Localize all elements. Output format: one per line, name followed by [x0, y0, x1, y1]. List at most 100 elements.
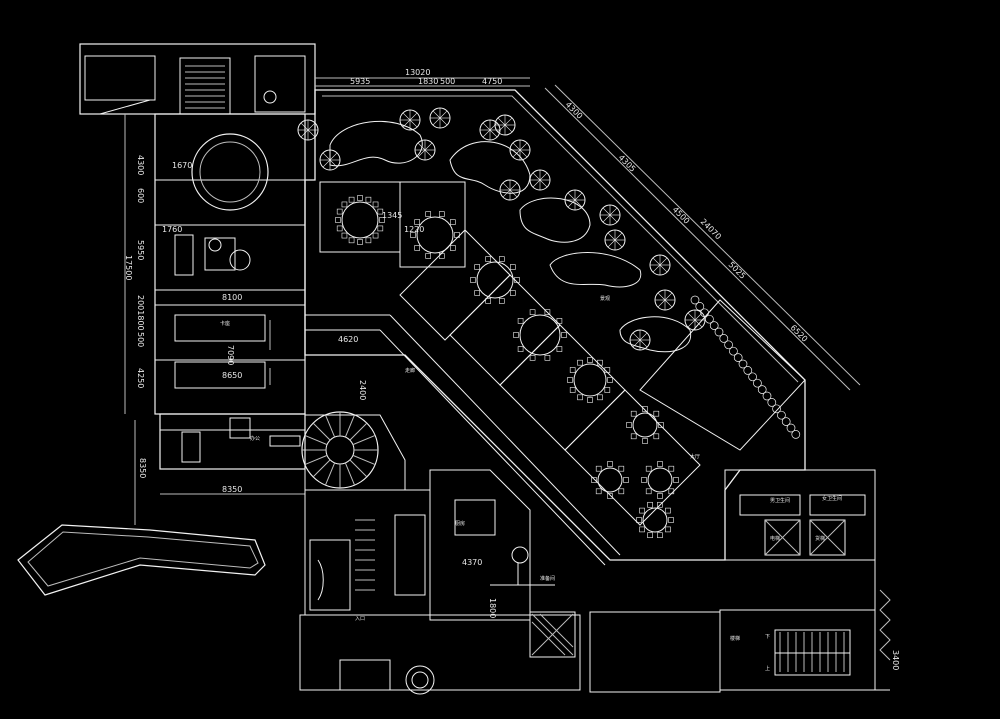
round-table-6 [626, 406, 664, 444]
central-corridor [305, 314, 621, 566]
dim-top-1: 13020 [405, 68, 430, 77]
stair-up-label: 上 [765, 665, 770, 672]
hedge-shrub [748, 372, 757, 382]
dim-top-2: 5935 [350, 77, 370, 86]
room-label-hall: 大厅 [690, 453, 700, 460]
hedge-shrub [781, 417, 791, 426]
round-table-8 [591, 461, 629, 499]
room-label-office: 办公 [250, 435, 260, 442]
dim-inner-4: 1760 [162, 225, 182, 234]
dim-left-1: 4300 [136, 155, 145, 175]
dim-inner-3: 1220 [404, 225, 424, 234]
round-table-5 [567, 357, 613, 403]
hedge-shrub [733, 353, 743, 362]
long-table-2 [174, 361, 266, 389]
dim-inner-7: 8650 [222, 371, 242, 380]
diagonal-dimensions: 4300 4305 4500 24070 5025 6520 [544, 84, 861, 391]
elevator-2 [809, 519, 846, 556]
dim-inner-1: 1670 [172, 161, 192, 170]
dim-left-5: 2001800 [136, 295, 145, 331]
landscape-garden [329, 121, 692, 353]
southwest-room [159, 413, 306, 470]
landscape-pond [17, 524, 266, 596]
room-label-elevator: 电梯 [770, 535, 780, 542]
round-table-4 [513, 309, 567, 361]
hedge-shrub [690, 295, 700, 305]
garden-trees [297, 107, 706, 351]
tree-13 [654, 289, 676, 311]
private-rooms [319, 181, 806, 526]
tree-9 [564, 189, 586, 211]
round-table-9 [636, 501, 674, 539]
north-dimensions: 13020 5935 1830 500 4750 [315, 68, 530, 87]
dim-left-6: 500 [136, 332, 145, 347]
tree-17 [414, 139, 436, 161]
dim-left-7: 4250 [136, 368, 145, 388]
banquet-round-table-16 [191, 133, 269, 211]
tree-2 [319, 149, 341, 171]
dim-left-3: 5950 [136, 240, 145, 260]
tree-6 [509, 139, 531, 161]
hedge-shrub [738, 359, 748, 369]
hedge-shrub [695, 302, 705, 311]
lower-center-rooms [304, 469, 555, 621]
tree-7 [499, 179, 521, 201]
dining-tables [335, 195, 679, 539]
west-dimensions: 4300 600 5950 17500 2001800 500 4250 835… [124, 114, 305, 525]
long-table-1 [174, 314, 266, 342]
hedge-shrub [719, 334, 729, 343]
hedge-shrub [724, 340, 733, 350]
dim-inner-11: 1800 [488, 598, 497, 618]
hedge-shrub [753, 378, 762, 388]
hedge-shrub [767, 398, 777, 407]
hedge-shrub [772, 404, 781, 414]
dim-top-3: 1830 [418, 77, 438, 86]
hedge-shrub [743, 366, 753, 375]
room-label-womens-restroom: 女卫生间 [822, 495, 842, 502]
room-label-freight-elevator: 货梯 [815, 535, 825, 542]
northwest-stair-block [79, 43, 316, 115]
dim-inner-9: 2400 [358, 380, 367, 400]
tree-10 [599, 204, 621, 226]
tree-8 [529, 169, 551, 191]
tree-12 [649, 254, 671, 276]
dim-diag-6: 6520 [789, 323, 810, 344]
dim-inner-6: 7090 [226, 345, 235, 365]
dim-bottom: 8350 [222, 485, 242, 494]
room-label-stairs: 楼梯 [730, 635, 740, 642]
east-service-core: 下 上 [719, 469, 891, 691]
south-building [299, 611, 721, 695]
west-banquet-zone [154, 113, 306, 415]
round-table-7 [641, 461, 679, 499]
round-table-2 [410, 211, 460, 259]
tree-4 [429, 107, 451, 129]
dim-left-8: 8350 [138, 458, 147, 478]
dim-inner-12: 3400 [891, 650, 900, 670]
hedge-shrub [714, 327, 724, 337]
room-label-corridor: 走廊 [405, 367, 415, 374]
elevator-1 [764, 519, 801, 556]
tree-3 [399, 109, 421, 131]
tree-11 [604, 229, 626, 251]
hedge-shrub [729, 346, 738, 356]
hedge-shrub [709, 321, 719, 330]
hedge-shrub [777, 410, 786, 420]
dim-left-4: 17500 [124, 255, 133, 280]
dim-top-4: 500 [440, 77, 455, 86]
dim-top-5: 4750 [482, 77, 502, 86]
dim-left-2: 600 [136, 188, 145, 203]
room-label-entrance: 入口 [355, 616, 365, 622]
tree-1 [297, 119, 319, 141]
tree-5 [494, 114, 516, 136]
dim-inner-2: 1345 [382, 211, 402, 220]
round-table-1 [335, 195, 385, 245]
tree-16 [479, 119, 501, 141]
hedge-shrub [786, 423, 796, 433]
stair-down-label: 下 [765, 634, 770, 640]
dim-diag-2: 4305 [617, 153, 638, 174]
room-label-booth: 卡座 [220, 320, 230, 327]
room-labels: 卡座 大厅 厨房 走廊 电梯 女卫生间 男卫生间 货梯 办公 入口 景观 楼梯 … [220, 295, 842, 642]
hedge-shrub [791, 430, 801, 439]
round-table-3 [470, 256, 520, 304]
